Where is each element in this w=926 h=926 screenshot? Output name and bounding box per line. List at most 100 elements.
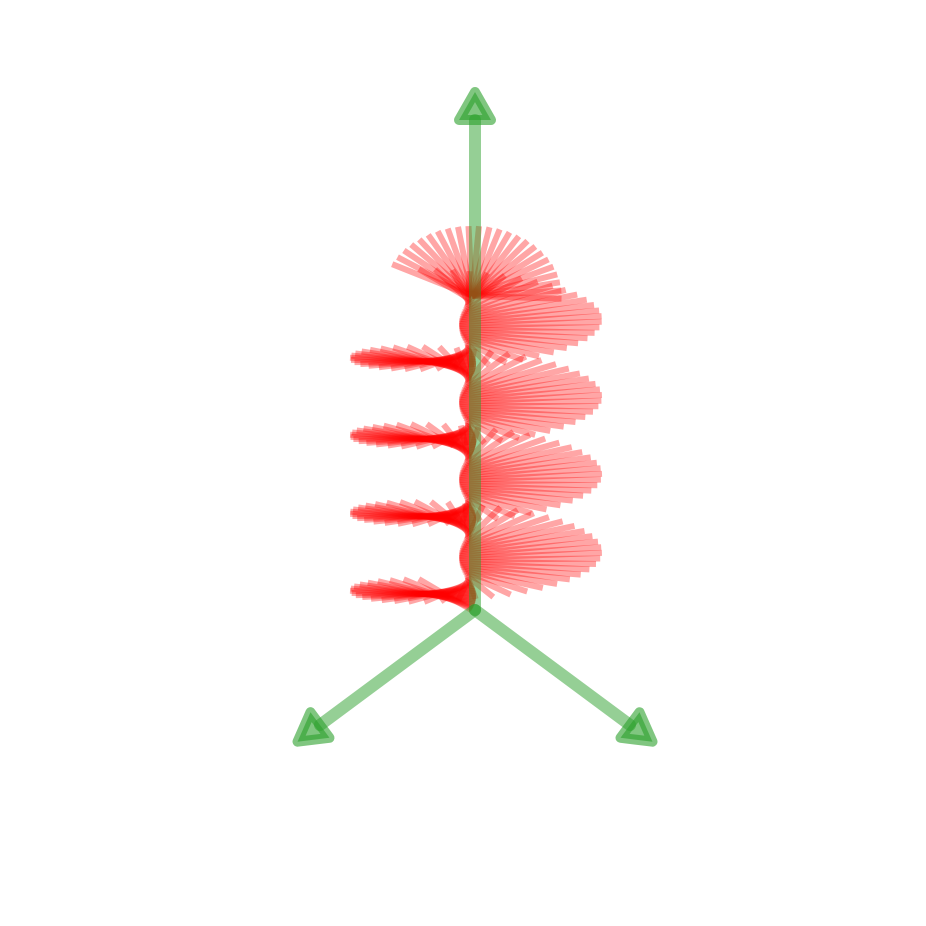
- helix-spoke: [354, 357, 476, 366]
- helix-spoke: [391, 261, 474, 299]
- helix-spoke: [460, 406, 586, 420]
- helix-spoke: [434, 345, 472, 372]
- helix-spoke: [377, 578, 475, 608]
- helix-spoke: [367, 579, 476, 607]
- helix-spoke: [453, 346, 472, 383]
- helix-spoke: [471, 271, 558, 299]
- helix-spoke: [459, 326, 595, 336]
- helix-spoke: [459, 470, 603, 484]
- helix-spoke: [417, 576, 473, 613]
- helix-spoke: [459, 482, 592, 494]
- helix-spoke: [459, 476, 601, 485]
- helix-spoke: [470, 256, 550, 299]
- helix-spoke: [349, 431, 477, 445]
- helix-spoke: [353, 583, 477, 603]
- helix-spoke: [417, 266, 473, 303]
- helix-spoke: [407, 581, 473, 605]
- helix-spoke: [349, 354, 477, 368]
- helix-spoke: [364, 510, 476, 523]
- helix-spoke: [459, 454, 592, 478]
- helix-spoke: [471, 279, 561, 299]
- helix-spoke: [421, 344, 473, 381]
- helix-spoke: [471, 287, 562, 299]
- arrow-head-icon: [292, 707, 335, 747]
- helix-spoke: [381, 584, 475, 604]
- helix-spoke: [392, 344, 475, 378]
- helix-spoke: [354, 350, 476, 371]
- helix-spoke: [349, 587, 477, 600]
- helix-spoke: [365, 502, 476, 529]
- helix-spoke: [375, 430, 475, 448]
- helix-spoke: [350, 433, 477, 444]
- helix-spoke: [449, 268, 472, 305]
- helix-spoke: [459, 380, 596, 402]
- helix-spoke: [425, 233, 475, 298]
- helix-spoke: [457, 424, 472, 460]
- helix-spoke: [459, 544, 602, 560]
- helix-spoke: [353, 435, 476, 442]
- helix-spoke: [358, 433, 476, 445]
- helix-spoke: [393, 582, 474, 605]
- helix-spoke: [400, 426, 474, 450]
- helix-spoke: [430, 423, 472, 450]
- helix-spoke: [470, 244, 538, 299]
- left-axis-line: [314, 604, 481, 731]
- helix-spokes: [349, 225, 603, 613]
- helix-spoke: [443, 500, 472, 527]
- helix-spoke: [402, 576, 474, 612]
- helix-spoke: [350, 585, 477, 601]
- helix-spoke: [439, 578, 472, 604]
- helix-spoke: [351, 352, 477, 369]
- helix-spoke: [409, 421, 474, 457]
- helix-spoke: [423, 579, 473, 605]
- helix-spoke: [459, 402, 599, 410]
- arrow-head-icon: [454, 87, 496, 125]
- helix-spoke: [459, 375, 590, 400]
- arrow-head-icon: [615, 707, 658, 747]
- helix-spoke: [359, 581, 476, 605]
- axes: [292, 87, 658, 747]
- helix-spoke: [469, 238, 530, 299]
- helix-spoke: [352, 506, 477, 525]
- helix-spoke: [459, 307, 600, 326]
- helix-spoke: [350, 356, 476, 366]
- helix-spoke: [433, 267, 473, 304]
- helix-spoke: [459, 318, 602, 329]
- helix-spoke: [459, 555, 601, 563]
- helix-spoke: [395, 421, 474, 456]
- helix-spoke: [455, 577, 472, 602]
- helix-spoke: [388, 577, 475, 610]
- helix-spoke: [459, 465, 601, 482]
- helix-spoke: [413, 498, 474, 535]
- helix-spoke: [382, 422, 475, 454]
- helix-spoke: [459, 560, 590, 573]
- helix-spoke: [397, 504, 474, 527]
- helix-spoke: [357, 511, 476, 522]
- helix-spoke: [437, 344, 473, 382]
- helix-spoke: [366, 432, 476, 446]
- helix-spoke: [444, 227, 475, 298]
- helix-spoke: [368, 354, 476, 369]
- helix-spoke: [370, 586, 475, 602]
- helix-spoke: [373, 508, 475, 525]
- helix-spoke: [417, 237, 475, 299]
- helix-spoke: [411, 503, 473, 528]
- helix-spoke: [459, 480, 598, 489]
- helix-spoke: [399, 499, 474, 534]
- helix-spoke: [459, 397, 602, 407]
- helix-spoke: [369, 346, 476, 374]
- helix-spoke: [357, 504, 476, 527]
- helix-spoke: [378, 352, 475, 371]
- helix-spoke: [470, 263, 555, 299]
- helix-spoke: [425, 421, 473, 459]
- right-axis-line: [469, 604, 636, 731]
- helix-spoke: [459, 538, 599, 558]
- helix-spoke: [385, 499, 475, 532]
- helix-spoke: [459, 527, 585, 555]
- helix-spoke: [451, 345, 472, 371]
- helix-spoke: [463, 422, 472, 446]
- helix-spoke: [351, 590, 476, 598]
- helix-spoke: [402, 248, 474, 299]
- helix-spoke: [396, 254, 474, 299]
